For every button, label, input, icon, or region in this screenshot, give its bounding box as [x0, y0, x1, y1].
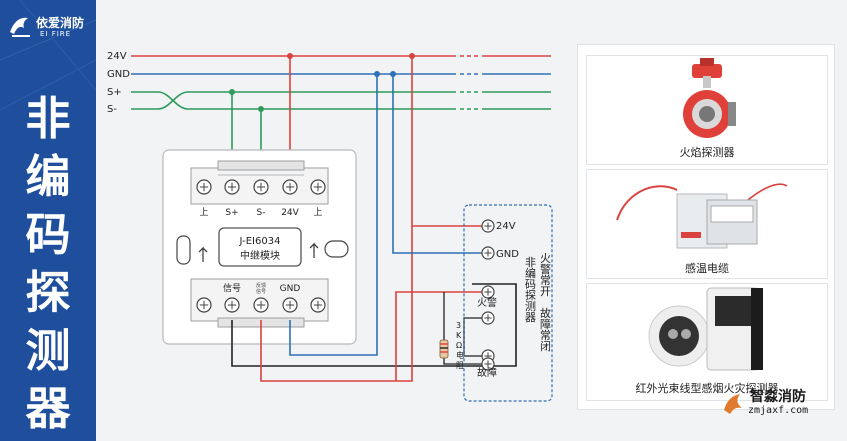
brand-name: 依爱消防: [36, 16, 85, 30]
relay-module: [162, 149, 357, 345]
module-bottom-screws: [196, 297, 326, 313]
wire-signal: [231, 283, 517, 367]
watermark-logo-icon: [724, 394, 742, 414]
flame-detector-icon: [683, 58, 736, 138]
detector-terminal-24v: 24V: [496, 221, 516, 232]
wire-gnd-detector: [392, 74, 488, 254]
product-card-beam: 红外光束线型感烟火灾探测器: [586, 283, 828, 401]
watermark-url: zmjaxf.com: [748, 405, 809, 416]
wire-resistor: [443, 358, 488, 365]
detector-terminal-alarm: 火警: [477, 296, 497, 309]
brand-name-en: EI FIRE: [40, 30, 72, 38]
arrow-up-icon: [309, 242, 319, 258]
detector-label: 火警常开 故障常闭: [540, 252, 551, 353]
sidebar: 依爱消防 EI FIRE 非 编 码 探 测 器: [0, 0, 96, 441]
bus-label-s-minus: S-: [107, 104, 117, 115]
watermark: 智淼消防 zmjaxf.com: [720, 386, 830, 426]
beam-detector-icon: [648, 287, 763, 371]
module-bottom-label: 反馈: [256, 282, 266, 289]
module-name: 中继模块: [240, 249, 280, 262]
product-panel: 火焰探测器 感温电缆 红外光束线型感烟火灾探测器: [577, 44, 835, 410]
sidebar-pattern: [0, 0, 96, 111]
module-top-screws: [196, 179, 326, 195]
arrow-up-icon: [198, 246, 208, 262]
page-title: 非 编 码 探 测 器: [25, 92, 71, 435]
module-bottom-label: 信号: [223, 282, 241, 294]
detector-terminal-gnd: GND: [496, 249, 519, 260]
module-model: J-EI6034: [239, 236, 281, 247]
wire-alarm: [395, 291, 488, 381]
product-card-flame: 火焰探测器: [586, 55, 828, 165]
module-top-label: S+: [225, 208, 238, 218]
detector-box: [463, 204, 553, 402]
module-bottom-label: GND: [280, 284, 301, 294]
mount-slot: [176, 235, 191, 265]
product-card-heat-cable: 感温电缆: [586, 169, 828, 279]
brand-emblem-icon: [10, 17, 30, 37]
detector-label: 非编码探测器: [525, 256, 536, 324]
mount-slot: [324, 240, 349, 258]
bus-line-s-plus: [131, 91, 551, 110]
bus-label-24v: 24V: [107, 51, 127, 62]
product-caption: 红外光束线型感烟火灾探测器: [635, 382, 779, 395]
bus-label-gnd: GND: [107, 69, 130, 80]
module-top-label: 上: [313, 207, 322, 218]
module-top-label: 24V: [281, 208, 299, 218]
resistor-icon: [439, 339, 449, 359]
wire-feedback: [260, 56, 413, 382]
wire-gnd: [289, 74, 378, 356]
wire-fault-loop: [463, 317, 488, 357]
detector-terminals: [481, 219, 495, 371]
module-top-label: 上: [199, 207, 208, 218]
detector-terminal-fault: 故障: [477, 366, 497, 379]
module-bottom-label: 信号: [256, 288, 266, 295]
heat-cable-icon: [616, 183, 788, 249]
module-top-label: S-: [257, 208, 266, 218]
watermark-name: 智淼消防: [750, 389, 806, 405]
bus-label-s-plus: S+: [107, 87, 122, 98]
product-caption: 感温电缆: [685, 262, 729, 275]
product-caption: 火焰探测器: [679, 146, 735, 159]
brand-logo: 依爱消防 EI FIRE: [6, 10, 96, 44]
